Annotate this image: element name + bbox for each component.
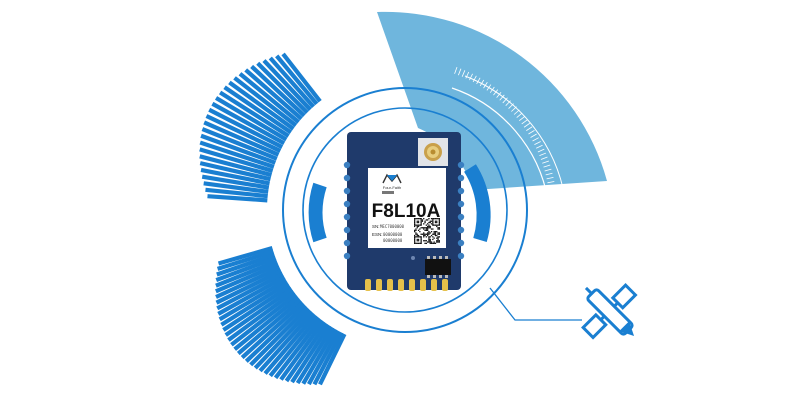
esn-label: ESN: xyxy=(372,232,383,237)
signal-bar xyxy=(268,315,320,378)
signal-bar xyxy=(199,154,273,178)
signal-bar xyxy=(205,187,268,199)
signal-bar xyxy=(268,56,316,109)
signal-bar xyxy=(318,333,347,386)
signal-bar xyxy=(218,90,290,138)
signal-bar xyxy=(214,96,288,142)
signal-bar xyxy=(281,52,322,103)
signal-bar xyxy=(215,269,283,305)
thick-arc-left xyxy=(308,182,327,243)
chip xyxy=(425,256,451,278)
signal-bar xyxy=(201,174,270,190)
outer-ring xyxy=(282,87,528,333)
brand-name: Four-Faith xyxy=(383,185,401,190)
signal-bar xyxy=(290,324,332,384)
signal-bar xyxy=(201,127,278,161)
qr-code xyxy=(414,218,440,244)
signal-bar xyxy=(216,252,276,277)
signal-bar xyxy=(236,298,302,356)
sn-label: SN: xyxy=(372,224,380,229)
signal-bar xyxy=(284,322,329,383)
signal-bar xyxy=(215,259,278,288)
signal-bar xyxy=(244,68,303,121)
signal-bar xyxy=(220,281,290,327)
signal-bar xyxy=(215,256,277,283)
esn-line1: 00000000 xyxy=(383,232,403,237)
thick-arc-right xyxy=(463,164,491,242)
signal-bar xyxy=(244,303,307,363)
signal-bar xyxy=(216,249,274,271)
bottom-gold-pads xyxy=(365,279,448,291)
signal-bar xyxy=(227,290,296,342)
signal-bar xyxy=(224,287,294,337)
signal-bar xyxy=(263,313,317,375)
signal-bar xyxy=(207,194,268,203)
signal-bar xyxy=(222,284,292,332)
connector-line xyxy=(489,287,582,321)
signal-bar xyxy=(273,318,323,380)
signal-bar xyxy=(230,292,298,347)
brand-logo xyxy=(382,173,402,184)
signal-bar xyxy=(233,295,300,351)
left-bar-fan xyxy=(199,52,347,386)
signal-bar xyxy=(211,101,286,146)
signal-bar xyxy=(279,320,326,381)
ruler-ticks xyxy=(454,67,557,196)
signal-bar xyxy=(262,59,312,112)
signal-bar xyxy=(306,329,341,386)
signal-bar xyxy=(218,278,288,322)
signal-bar xyxy=(203,181,269,194)
signal-bar xyxy=(228,80,295,131)
signal-bar xyxy=(238,72,300,124)
signal-bar xyxy=(199,147,274,173)
signal-bar xyxy=(199,161,271,182)
signal-bar xyxy=(295,326,335,385)
signal-bar xyxy=(216,272,284,311)
signal-bar xyxy=(249,306,310,367)
esn-line2: 00000000 xyxy=(383,238,403,243)
signal-bar xyxy=(200,167,270,186)
ruler-arc xyxy=(451,87,549,201)
signal-bar xyxy=(205,114,282,153)
signal-fan xyxy=(377,11,607,190)
signal-bar xyxy=(215,262,280,294)
model-name: F8L10A xyxy=(372,201,441,222)
inner-ring xyxy=(302,107,508,313)
side-castellations xyxy=(343,161,465,260)
signal-bar xyxy=(199,140,275,169)
signal-bar xyxy=(258,311,315,373)
signal-bar xyxy=(203,120,280,157)
signal-bar xyxy=(253,308,312,370)
signal-bar xyxy=(301,328,338,385)
signal-bar xyxy=(240,301,305,360)
signal-bar xyxy=(200,133,277,165)
signal-bar xyxy=(275,54,319,106)
signal-bar xyxy=(256,61,309,115)
sn-value: MEC7000000 xyxy=(380,224,405,229)
signal-bar xyxy=(250,64,306,118)
signal-bar xyxy=(215,265,281,299)
signal-bar xyxy=(217,275,286,316)
signal-bar xyxy=(223,85,293,135)
signal-bar xyxy=(312,331,344,386)
signal-bar xyxy=(217,246,273,266)
module-board: Four-Faith F8L10A SN: MEC7000000 ESN: 00… xyxy=(343,132,465,291)
satellite-icon xyxy=(581,283,638,340)
signal-bar xyxy=(233,76,298,128)
signal-bar xyxy=(208,107,284,149)
